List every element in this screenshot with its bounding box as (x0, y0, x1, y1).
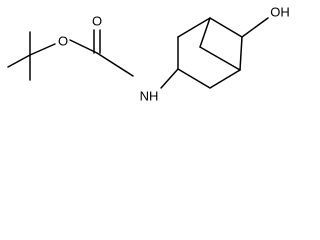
bond-ring-c1-bridge (199, 17, 211, 48)
amine-label: NH (140, 89, 159, 104)
bond-ring-c3-c4 (177, 68, 211, 89)
bond-ester-oxygen-to-carbonyl (69, 39, 98, 54)
bond-ring-c1-c7 (209, 17, 243, 38)
bond-ring-c7-c6 (239, 36, 243, 71)
bond-ring-c4-c5 (209, 69, 241, 89)
bicyclic-ring (160, 17, 269, 89)
amine-text: NH (140, 89, 159, 104)
tert-butyl-group (7, 31, 56, 81)
hydroxyl-label: OH (270, 5, 290, 20)
hydroxyl-text: OH (270, 5, 290, 20)
bond-quaternary-to-ester-oxygen (29, 43, 56, 56)
bond-ring-c2-c1 (177, 17, 211, 38)
bond-bridge-c5 (199, 46, 241, 71)
carbamate-group (69, 29, 134, 77)
carbonyl-oxygen-text: O (92, 14, 102, 29)
ester-oxygen-text: O (58, 34, 68, 49)
carbonyl-oxygen-label: O (92, 14, 102, 29)
bond-nitrogen-to-ring (160, 68, 179, 89)
ester-oxygen-label: O (58, 34, 68, 49)
bond-methyl-left (7, 54, 31, 68)
bond-carbonyl-to-nitrogen (96, 52, 134, 77)
chemical-structure-diagram: O O NH OH (7, 5, 290, 104)
bond-c7-to-hydroxyl (241, 17, 269, 38)
